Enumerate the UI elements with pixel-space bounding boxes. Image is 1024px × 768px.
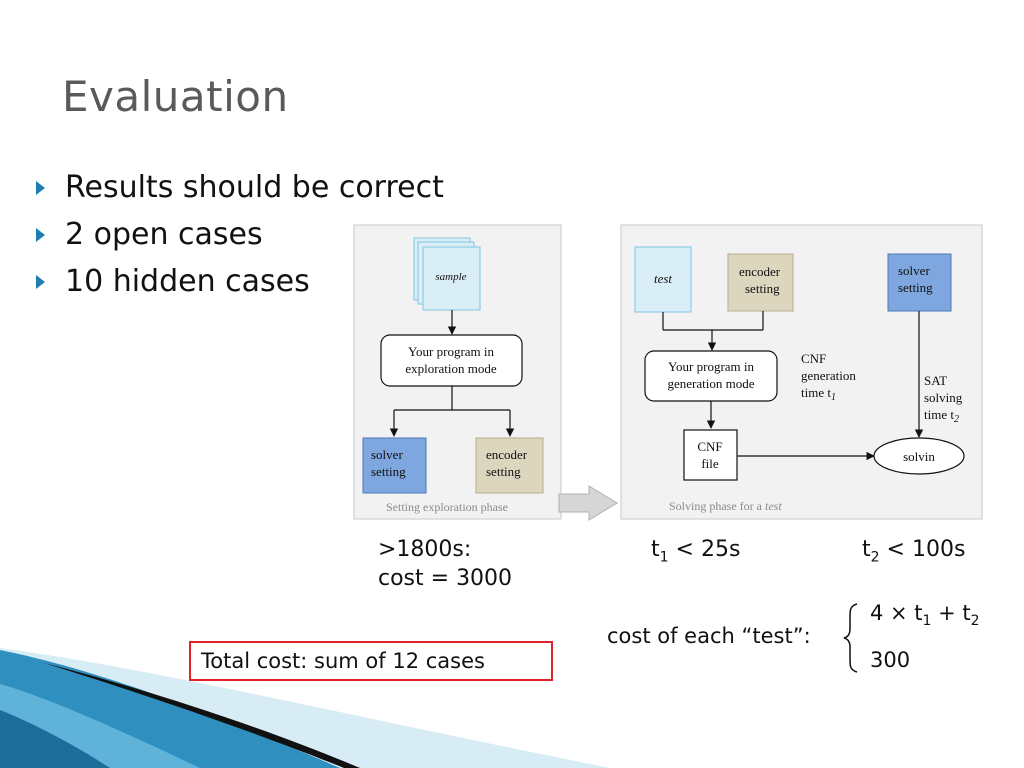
- bullet-list: Results should be correct 2 open cases 1…: [36, 168, 444, 309]
- t2-limit: t2 < 100s: [862, 537, 966, 566]
- cost-each-test-label: cost of each “test”:: [607, 624, 811, 648]
- sample-stack: [413, 237, 481, 311]
- program-generation-line1: Your program in: [668, 359, 755, 374]
- program-exploration-line1: Your program in: [408, 344, 495, 359]
- solving-caption: Solving phase for a test: [669, 499, 782, 513]
- cnf-time-line3: time t1: [801, 385, 836, 403]
- cnf-file-line2: file: [701, 456, 719, 471]
- solver-setting-2-line2: setting: [898, 280, 933, 295]
- sat-time-line2: solving: [924, 390, 963, 405]
- decorative-swoosh: [0, 648, 610, 768]
- cost-case-1: 4 × t1 + t2: [870, 601, 980, 630]
- bullet-text: Results should be correct: [65, 170, 444, 205]
- encoder-setting-box: [475, 437, 544, 494]
- program-generation-line2: generation mode: [668, 376, 755, 391]
- triangle-bullet-icon: [36, 275, 45, 289]
- encoder-setting-box-2: [727, 253, 794, 312]
- solver-setting-2-line1: solver: [898, 263, 930, 278]
- test-box: [634, 246, 692, 313]
- solving-node-label: solvin: [903, 449, 935, 464]
- slide-title: Evaluation: [62, 72, 289, 121]
- bullet-text: 10 hidden cases: [65, 264, 310, 299]
- encoder-setting-2-line2: setting: [745, 281, 780, 296]
- triangle-bullet-icon: [36, 228, 45, 242]
- encoder-setting-2-line1: encoder: [739, 264, 781, 279]
- solver-setting-line2: setting: [371, 464, 406, 479]
- bullet-item: Results should be correct: [36, 168, 444, 215]
- solving-node: [873, 437, 965, 475]
- exploration-cost-line2: cost = 3000: [378, 566, 513, 591]
- t1-limit: t1 < 25s: [651, 537, 741, 566]
- bullet-item: 10 hidden cases: [36, 262, 444, 309]
- left-brace-icon: [843, 603, 858, 673]
- triangle-bullet-icon: [36, 181, 45, 195]
- solver-setting-box: [362, 437, 427, 494]
- encoder-setting-line1: encoder: [486, 447, 528, 462]
- cnf-file-line1: CNF: [697, 439, 722, 454]
- test-label: test: [654, 271, 672, 286]
- bullet-item: 2 open cases: [36, 215, 444, 262]
- exploration-caption: Setting exploration phase: [386, 500, 508, 514]
- cnf-time-line2: generation: [801, 368, 856, 383]
- exploration-cost-line1: >1800s:: [378, 537, 472, 562]
- encoder-setting-line2: setting: [486, 464, 521, 479]
- solver-setting-line1: solver: [371, 447, 403, 462]
- sat-time-line3: time t2: [924, 407, 959, 425]
- cnf-file-box: [683, 429, 738, 481]
- cnf-time-line1: CNF: [801, 351, 826, 366]
- total-cost-box: Total cost: sum of 12 cases: [189, 641, 553, 681]
- sat-time-line1: SAT: [924, 373, 947, 388]
- phase-arrow-icon: [558, 485, 618, 521]
- solver-setting-box-2: [887, 253, 952, 312]
- sample-label: sample: [435, 271, 466, 283]
- bullet-text: 2 open cases: [65, 217, 263, 252]
- program-exploration-line2: exploration mode: [405, 361, 497, 376]
- cost-case-2: 300: [870, 648, 911, 672]
